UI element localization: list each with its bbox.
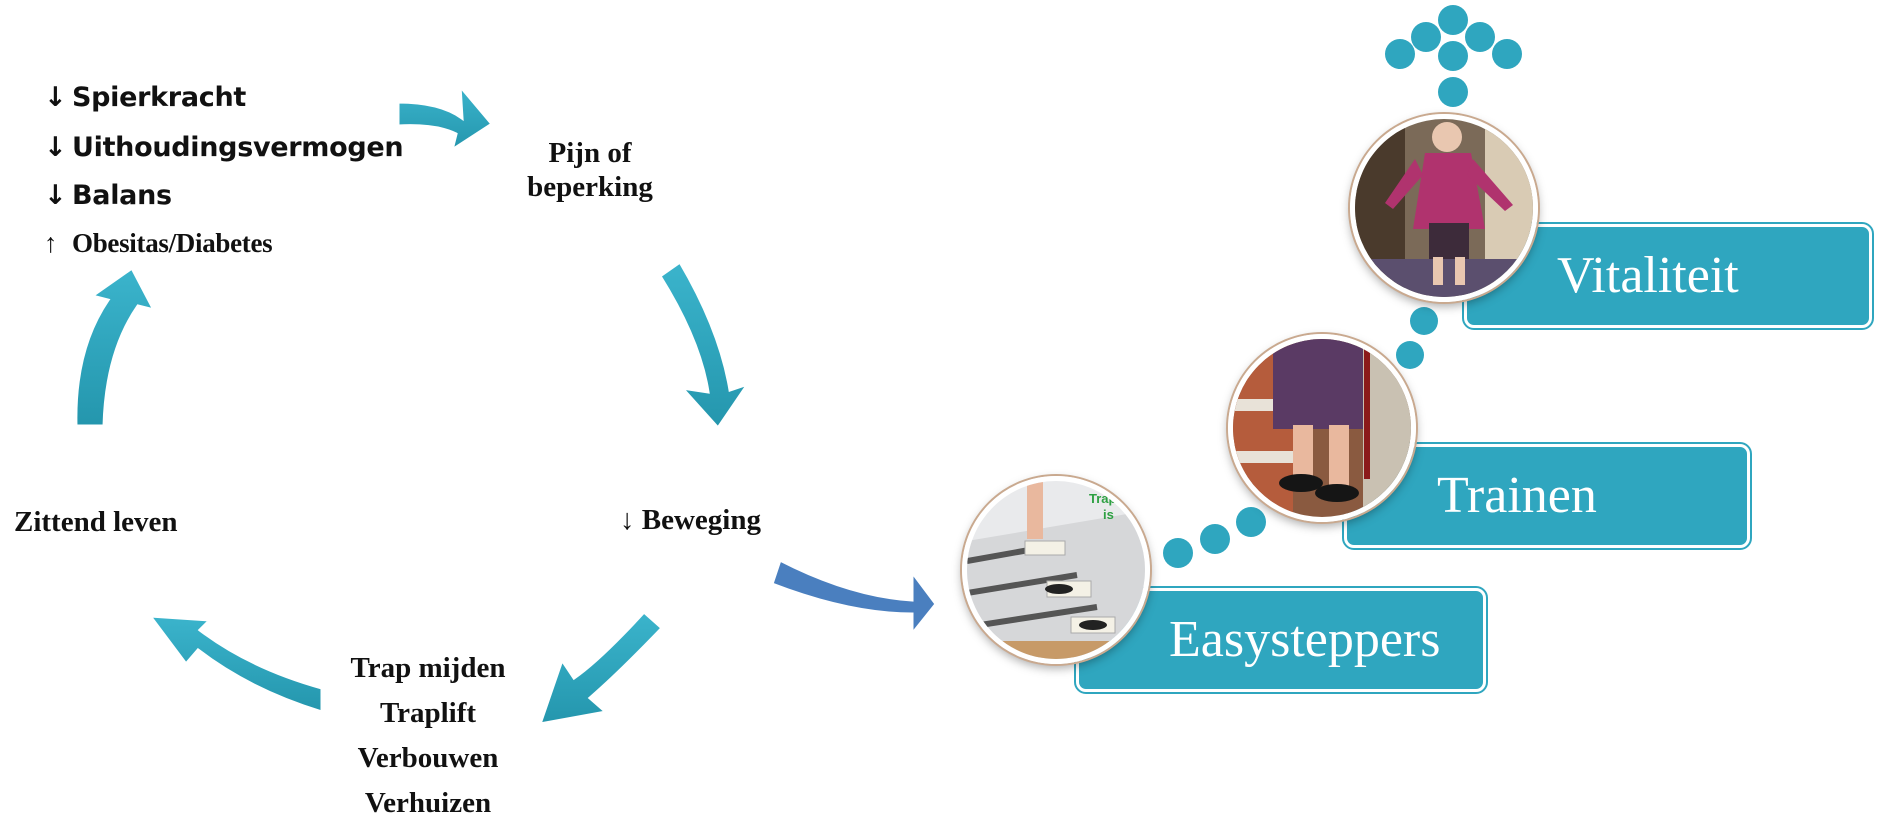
actions-list: Trap mijden Traplift Verbouwen Verhuizen [328,646,528,826]
step-label: Easysteppers [1169,611,1441,668]
risk-item-obesitas: ↑Obesitas/Diabetes [44,228,273,258]
step-banner-easysteppers: Easysteppers [1074,586,1488,694]
action-item: Trap mijden [350,652,506,684]
sitting-label: Zittend leven [14,506,178,538]
photo-vitaliteit [1350,114,1538,302]
cycle-arrow-top [396,81,495,154]
cycle-arrow-bottom-right [537,609,665,726]
risk-item-uithoudingsvermogen: ↓Uithoudingsvermogen [44,132,404,163]
step-label: Trainen [1437,467,1597,524]
step-dots [1163,5,1522,568]
cycle-arrow-right [657,259,752,431]
photo-trainen [1228,334,1416,522]
action-item: Verbouwen [357,742,499,774]
svg-text:is: is [1103,507,1114,522]
step-banner-trainen: Trainen [1342,442,1752,550]
transition-arrow [770,557,938,639]
cycle-arrow-bottom-left [146,614,324,715]
risk-item-balans: ↓Balans [44,180,172,211]
pain-label: Pijn of beperking [527,137,653,203]
step-label: Vitaliteit [1557,247,1739,304]
risk-item-spierkracht: ↓Spierkracht [44,82,246,113]
cycle-arrow-left [74,265,157,428]
action-item: Traplift [379,697,477,729]
movement-label: ↓ Beweging [620,504,761,536]
action-item: Verhuizen [364,787,492,819]
photo-easysteppers: Trap is [962,476,1150,664]
